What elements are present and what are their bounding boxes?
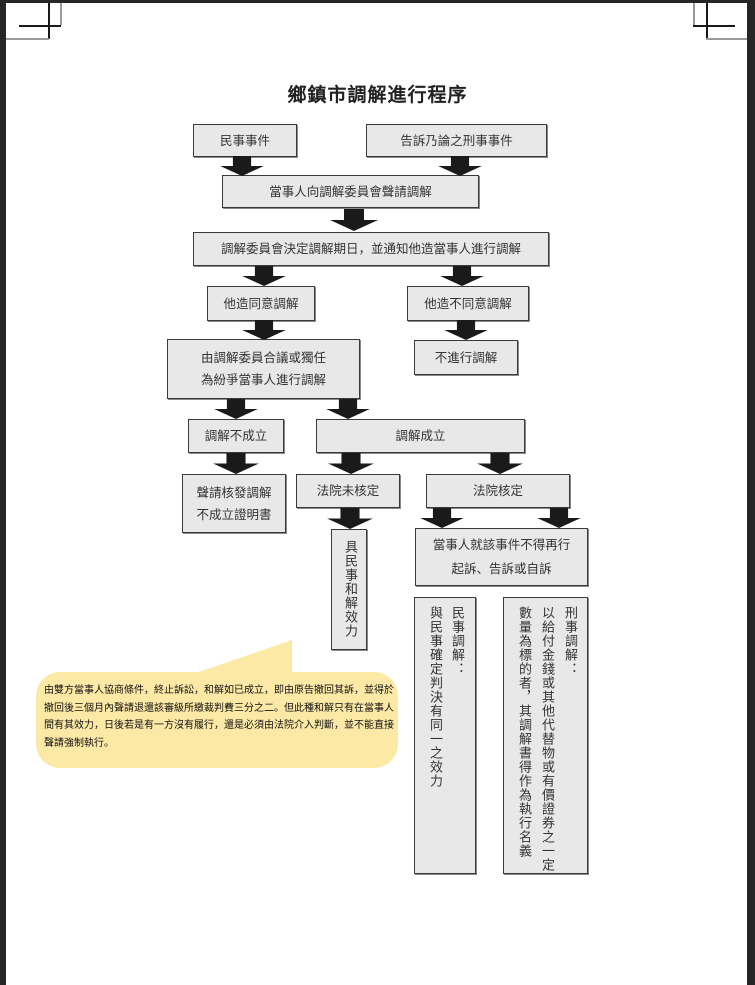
- node-label-line1: 當事人就該事件不得再行: [432, 537, 571, 552]
- node-label: 調解委員會決定調解期日，並通知他造當事人進行調解: [220, 241, 521, 256]
- node-label-col3: 數量為標的者，其調解書得作為執行名義: [516, 606, 531, 858]
- crop-mark-top-left-v: [48, 3, 50, 39]
- node-no-refile: 當事人就該事件不得再行 起訴、告訴或自訴: [415, 528, 588, 586]
- node-label: 他造不同意調解: [424, 295, 512, 311]
- node-no-mediation: 不進行調解: [414, 340, 518, 375]
- node-court-not-approved: 法院未核定: [296, 474, 400, 508]
- node-label: 具民事和解效力: [342, 540, 357, 638]
- node-court-approved: 法院核定: [426, 474, 570, 508]
- node-label: 民事事件: [219, 132, 270, 148]
- node-label-line2: 不成立證明書: [196, 506, 272, 522]
- page-title: 鄉鎮市調解進行程序: [287, 84, 468, 106]
- node-civil-case: 民事事件: [193, 124, 297, 157]
- crop-mark-top-right-v-shadow: [693, 3, 695, 25]
- node-mediation-failed: 調解不成立: [188, 419, 284, 453]
- node-label: 法院未核定: [316, 483, 380, 498]
- crop-mark-top-right-v: [706, 3, 708, 39]
- node-label-line2: 為紛爭當事人進行調解: [200, 372, 326, 387]
- node-label: 調解不成立: [204, 428, 268, 443]
- node-label: 調解成立: [395, 428, 446, 443]
- node-criminal-complaint-case: 告訴乃論之刑事事件: [366, 124, 547, 157]
- node-label-line2: 起訴、告訴或自訴: [451, 561, 552, 576]
- node-label: 法院核定: [472, 483, 523, 498]
- callout-text: 由雙方當事人協商條件，終止訴訟，和解如已成立，即由原告撤回其訴，並得於撤回後三個…: [44, 685, 394, 749]
- node-mediation-success: 調解成立: [316, 419, 525, 453]
- node-label: 當事人向調解委員會聲請調解: [269, 183, 432, 199]
- node-label-line1: 聲請核發調解: [196, 484, 272, 500]
- crop-mark-top-left-h: [19, 25, 61, 27]
- crop-mark-top-left-v-shadow: [60, 3, 62, 25]
- node-label: 他造同意調解: [223, 295, 299, 311]
- node-label-col1: 民事調解：: [449, 606, 464, 676]
- crop-mark-top-left-h-shadow: [6, 38, 49, 40]
- node-apply-mediation: 當事人向調解委員會聲請調解: [222, 175, 479, 208]
- crop-mark-top-right-h-shadow: [706, 38, 747, 40]
- node-label: 告訴乃論之刑事事件: [400, 132, 513, 148]
- node-label: 不進行調解: [434, 349, 498, 365]
- node-committee-mediates: 由調解委員合議或獨任 為紛爭當事人進行調解: [167, 339, 360, 399]
- node-civil-mediation: 民事調解： 與民事確定判決有同一之效力: [414, 597, 476, 874]
- callout-bubble: [36, 672, 398, 768]
- node-label-col2: 以給付金錢或其他代替物或有價證券之一定: [539, 606, 554, 872]
- node-other-party-agrees: 他造同意調解: [207, 286, 315, 321]
- node-label-line1: 由調解委員合議或獨任: [200, 350, 326, 365]
- node-label-col2: 與民事確定判決有同一之效力: [427, 606, 442, 788]
- node-settlement-effect: 具民事和解效力: [331, 529, 367, 650]
- node-criminal-mediation: 刑事調解： 以給付金錢或其他代替物或有價證券之一定 數量為標的者，其調解書得作為…: [503, 597, 588, 874]
- node-label-col1: 刑事調解：: [562, 606, 577, 676]
- node-apply-failure-cert: 聲請核發調解 不成立證明書: [182, 474, 286, 533]
- node-set-date: 調解委員會決定調解期日，並通知他造當事人進行調解: [193, 232, 549, 266]
- node-other-party-disagrees: 他造不同意調解: [407, 286, 529, 321]
- crop-mark-top-right-h: [693, 25, 735, 27]
